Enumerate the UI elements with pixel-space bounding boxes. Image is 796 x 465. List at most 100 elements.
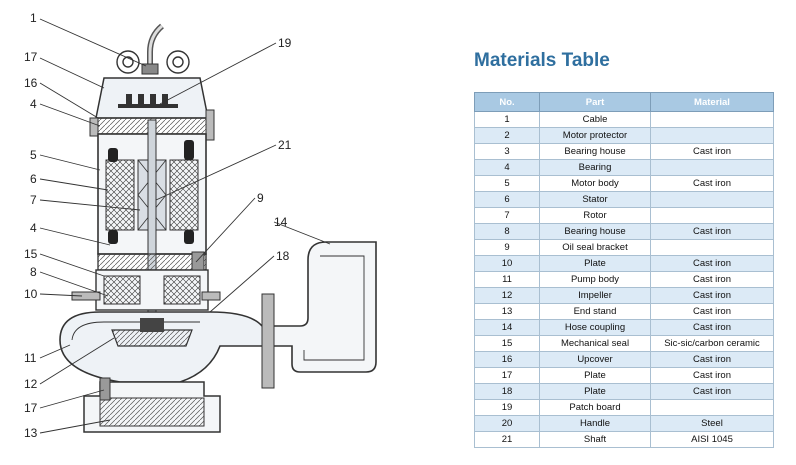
cell-part: Motor protector [539,127,651,144]
stator-right [169,159,199,231]
cell-material: AISI 1045 [650,431,774,448]
callout-10: 10 [24,287,38,301]
cell-material: Cast iron [650,175,774,192]
cell-part: Rotor [539,207,651,224]
cell-part: Plate [539,255,651,272]
cell-part: Mechanical seal [539,335,651,352]
cell-no: 6 [474,191,540,208]
cell-part: Plate [539,383,651,400]
pump-cross-section-diagram: 1 17 16 4 5 6 7 4 15 8 10 11 12 17 13 19… [24,11,377,440]
cell-no: 9 [474,239,540,256]
cell-part: Hose coupling [539,319,651,336]
cell-no: 14 [474,319,540,336]
cell-part: Handle [539,415,651,432]
cell-material: Cast iron [650,303,774,320]
lifting-lugs [116,50,190,74]
cell-no: 15 [474,335,540,352]
cell-no: 19 [474,399,540,416]
cell-material: Cast iron [650,255,774,272]
mechanical-seal-left [103,275,141,305]
cell-no: 1 [474,111,540,128]
cell-material: Sic-sic/carbon ceramic [650,335,774,352]
cell-material [650,399,774,416]
callout-7: 7 [30,193,37,207]
callout-19: 19 [278,36,292,50]
cell-material: Cast iron [650,383,774,400]
cell-part: Stator [539,191,651,208]
cell-part: Plate [539,367,651,384]
callout-4-lower: 4 [30,221,37,235]
callout-6: 6 [30,172,37,186]
cell-no: 18 [474,383,540,400]
cell-no: 10 [474,255,540,272]
impeller [111,329,193,347]
cell-no: 7 [474,207,540,224]
cell-part: Impeller [539,287,651,304]
materials-table-title: Materials Table [474,50,610,71]
cell-no: 11 [474,271,540,288]
callout-18: 18 [276,249,290,263]
cell-part: End stand [539,303,651,320]
callout-11: 11 [24,351,37,365]
cell-part: Shaft [539,431,651,448]
callout-16: 16 [24,76,38,90]
callout-15: 15 [24,247,38,261]
mechanical-seal-right [163,275,201,305]
header-material: Material [650,92,774,112]
cell-material [650,111,774,128]
cell-no: 2 [474,127,540,144]
cell-material: Cast iron [650,319,774,336]
cell-material: Cast iron [650,271,774,288]
cell-part: Bearing [539,159,651,176]
cell-part: Motor body [539,175,651,192]
cell-material [650,159,774,176]
cell-no: 3 [474,143,540,160]
lower-bearing-house [97,253,207,271]
cell-no: 13 [474,303,540,320]
cell-material: Cast iron [650,351,774,368]
cell-part: Patch board [539,399,651,416]
flange [261,293,275,389]
callout-8: 8 [30,265,37,279]
cell-no: 8 [474,223,540,240]
cell-no: 12 [474,287,540,304]
callout-14: 14 [274,215,288,229]
callout-9: 9 [257,191,264,205]
leader-lines [39,18,331,434]
cell-part: Pump body [539,271,651,288]
patch-board [118,94,178,108]
cell-no: 5 [474,175,540,192]
cell-material [650,191,774,208]
callout-1: 1 [30,11,37,25]
cable-gland [141,63,159,75]
table-header-row: No. Part Material [474,92,774,112]
cell-material: Cast iron [650,367,774,384]
callout-21: 21 [278,138,292,152]
callout-17-lower: 17 [24,401,38,415]
header-no: No. [474,92,540,112]
cell-no: 20 [474,415,540,432]
header-part: Part [539,92,651,112]
callout-17: 17 [24,50,38,64]
cell-part: Oil seal bracket [539,239,651,256]
